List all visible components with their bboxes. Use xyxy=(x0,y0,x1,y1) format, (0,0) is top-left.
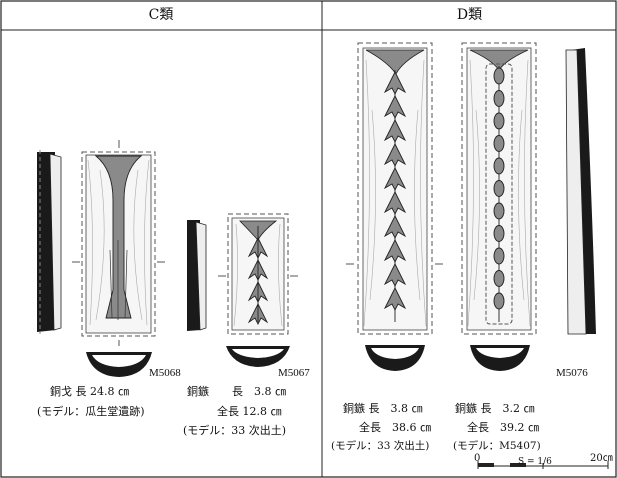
c-dagger-axe-model: (モデル：瓜生堂遺跡) xyxy=(37,405,145,418)
c-dagger-axe-length: 銅戈 長 24.8 ㎝ xyxy=(50,385,129,398)
arrowhead-bead xyxy=(493,135,505,152)
d-left-total-length: 全長 38.6 ㎝ xyxy=(359,421,431,434)
code-m5076: M5076 xyxy=(556,367,588,379)
arrowhead-tip xyxy=(383,214,407,240)
c-arrowhead-length: 長 3.8 ㎝ xyxy=(232,385,286,398)
scale-end-label: 20㎝ xyxy=(590,453,613,464)
arrowhead-tip xyxy=(383,190,407,216)
code-m5068: M5068 xyxy=(149,367,181,379)
arrowhead-bead xyxy=(493,67,505,85)
c-arrowhead-model: (モデル：33 次出土) xyxy=(183,424,287,437)
c-side-profile-large xyxy=(37,150,62,334)
arrowhead-tip xyxy=(383,118,407,144)
arrowhead-bead xyxy=(493,90,505,107)
header-c-type: C類 xyxy=(148,7,174,23)
arrowhead-tip xyxy=(383,166,407,192)
c-bronze-arrowhead-model xyxy=(218,213,298,367)
scale-ratio-label: S = 1/6 xyxy=(518,457,552,467)
arrowhead-tip xyxy=(383,94,407,120)
arrowhead-tip xyxy=(383,70,407,96)
scale-start-label: 0 xyxy=(474,453,481,464)
header-d-type: D類 xyxy=(456,7,483,23)
arrowhead-bead xyxy=(493,270,505,287)
c-side-profile-small xyxy=(187,220,207,331)
arrowhead-bead xyxy=(493,180,505,197)
d-left-model: (モデル：33 次出土) xyxy=(331,440,430,452)
arrowhead-bead xyxy=(493,202,505,220)
scale-bar xyxy=(477,461,609,469)
arrowhead-tip xyxy=(383,142,407,168)
arrowhead-tip xyxy=(383,286,407,312)
arrowhead-tip xyxy=(383,262,407,288)
d-right-arrowhead-length: 銅鏃 長 3.2 ㎝ xyxy=(455,402,535,415)
d-side-profile xyxy=(565,48,596,335)
d-arrowhead-model-right xyxy=(461,42,537,371)
d-left-arrowhead-length: 銅鏃 長 3.8 ㎝ xyxy=(343,402,423,415)
arrowhead-bead xyxy=(493,157,505,175)
c-bronze-dagger-axe-model xyxy=(72,140,165,377)
c-arrowhead-total: 全長 12.8 ㎝ xyxy=(217,405,282,418)
arrowhead-bead xyxy=(493,247,505,265)
d-right-total-length: 全長 39.2 ㎝ xyxy=(467,421,539,434)
arrowhead-tip xyxy=(383,238,407,264)
arrowhead-bead xyxy=(493,292,505,310)
code-m5067: M5067 xyxy=(278,367,310,379)
c-arrowhead-name: 銅鏃 xyxy=(187,385,209,398)
d-right-model: (モデル：M5407) xyxy=(453,440,541,452)
arrowhead-bead xyxy=(493,112,505,130)
d-arrowhead-model-left xyxy=(346,42,443,371)
arrowhead-bead xyxy=(493,225,505,242)
